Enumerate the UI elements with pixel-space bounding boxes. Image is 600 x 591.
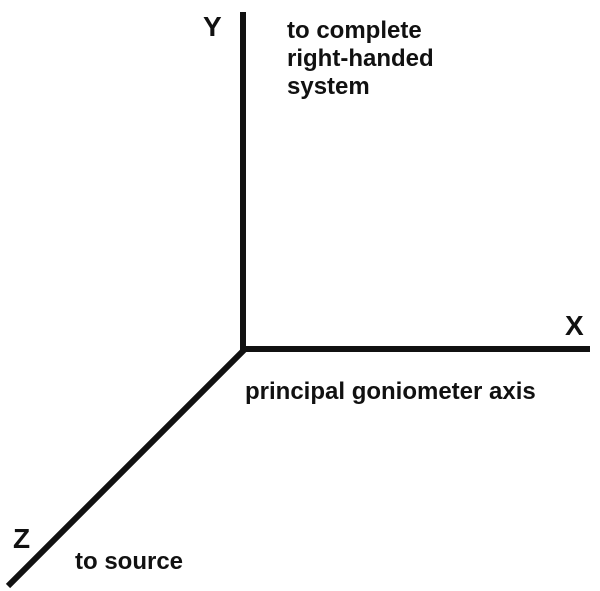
- x-axis-description: principal goniometer axis: [245, 378, 536, 405]
- z-axis-line: [5, 346, 248, 589]
- y-axis-description-line-2: right-handed: [287, 45, 434, 72]
- y-axis-description-line-3: system: [287, 73, 370, 100]
- z-axis-label: Z: [13, 523, 30, 554]
- x-axis-label: X: [565, 310, 584, 341]
- z-axis-description: to source: [75, 548, 183, 575]
- y-axis-description-line-1: to complete: [287, 17, 422, 44]
- y-axis-description: to complete right-handed system: [287, 17, 434, 100]
- y-axis-label: Y: [203, 11, 222, 42]
